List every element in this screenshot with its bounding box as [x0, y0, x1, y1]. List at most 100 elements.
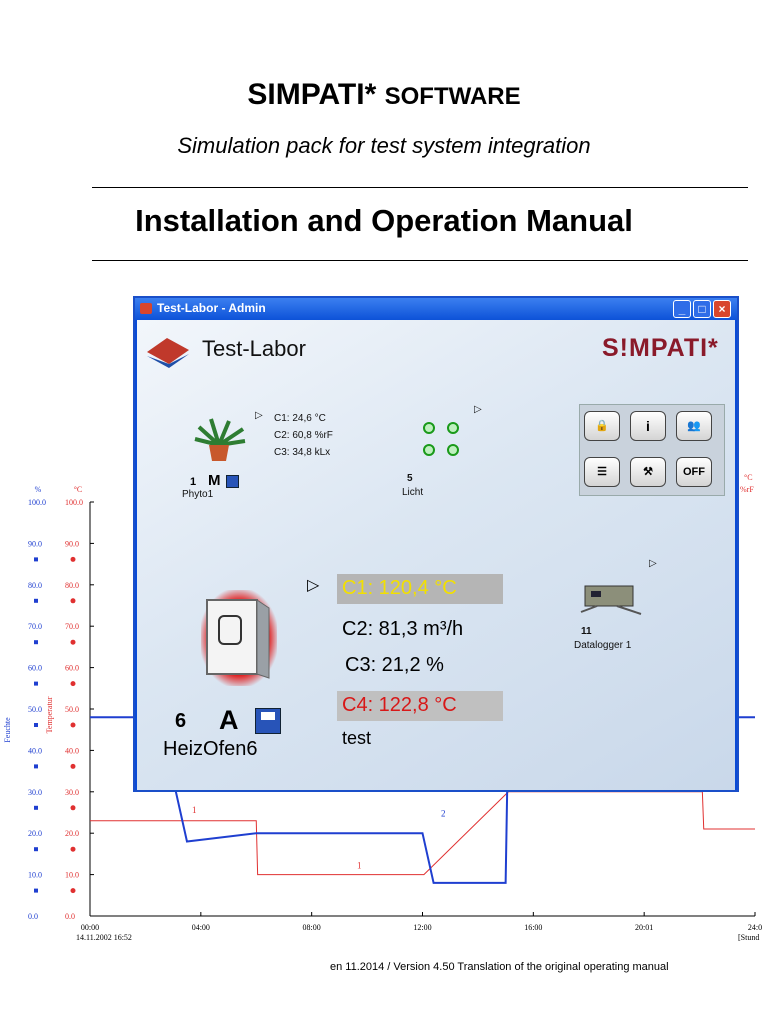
- simpati-logo: S!MPATI*: [602, 334, 719, 362]
- left-tick-marker: [34, 598, 38, 603]
- right-tick-label: 20.0: [65, 829, 79, 838]
- right-tick-marker: [70, 888, 76, 894]
- device-phyto-c1: C1: 24,6 °C: [274, 413, 326, 424]
- oven-c3: C3: 21,2 %: [345, 654, 444, 676]
- left-axis-unit: %: [35, 485, 42, 494]
- right-tick-marker: [70, 805, 76, 811]
- lab-logo-icon: [147, 338, 189, 368]
- oven-c2: C2: 81,3 m³/h: [342, 618, 464, 640]
- value-box-c1: [337, 574, 503, 604]
- bottom-divider: [92, 260, 748, 261]
- x-tick-label: 20:01: [635, 923, 653, 932]
- minimize-icon[interactable]: _: [673, 300, 691, 318]
- x-tick-label: 04:00: [192, 923, 210, 932]
- x-tick-label: 24:0: [748, 923, 762, 932]
- left-tick-marker: [34, 847, 38, 852]
- title-software: SOFTWARE: [384, 83, 521, 110]
- save-icon[interactable]: [226, 475, 239, 488]
- right-tick-label: 50.0: [65, 705, 79, 714]
- series-label: 1: [357, 861, 362, 871]
- info-icon[interactable]: i: [630, 411, 666, 441]
- app-title: Test-Labor: [202, 336, 306, 361]
- device-logger-name: Datalogger 1: [574, 640, 632, 651]
- left-tick-label: 70.0: [28, 622, 42, 631]
- list-icon[interactable]: ☰: [584, 457, 620, 487]
- light-icon[interactable]: [419, 418, 465, 460]
- left-tick-label: 60.0: [28, 664, 42, 673]
- window-titlebar: Test-Labor - Admin _ □ ×: [135, 298, 737, 320]
- left-tick-marker: [34, 764, 38, 769]
- x-unit-label: [Stund: [738, 933, 759, 942]
- left-axis-title: Feuchte: [3, 717, 12, 743]
- right-tick-label: 10.0: [65, 871, 79, 880]
- device-oven-mode: A: [219, 705, 239, 735]
- left-tick-label: 20.0: [28, 829, 42, 838]
- oven-c1: C1: 120,4 °C: [342, 577, 457, 599]
- datalogger-icon[interactable]: [577, 578, 647, 618]
- app-window: Test-Labor - Admin _ □ × Test-Labor S!MP…: [133, 296, 739, 792]
- device-phyto-c2: C2: 60,8 %rF: [274, 430, 333, 441]
- right-tick-marker: [70, 763, 76, 769]
- right-tick-marker: [70, 722, 76, 728]
- right-tick-label: 70.0: [65, 622, 79, 631]
- left-tick-label: 90.0: [28, 539, 42, 548]
- plant-icon[interactable]: [189, 415, 249, 465]
- left-tick-label: 50.0: [28, 705, 42, 714]
- x-tick-label: 00:00: [81, 923, 99, 932]
- app-icon: [140, 303, 152, 314]
- oven-note: test: [342, 728, 372, 748]
- wrench-icon[interactable]: ⚒: [630, 457, 666, 487]
- device-oven-number: 6: [175, 710, 187, 732]
- device-logger-number: 11: [581, 626, 592, 637]
- right-axis-unit: °C: [74, 485, 83, 494]
- right-tick-label: 40.0: [65, 746, 79, 755]
- left-tick-label: 80.0: [28, 581, 42, 590]
- title-main: SIMPATI*: [247, 78, 377, 111]
- left-tick-label: 10.0: [28, 871, 42, 880]
- play-icon[interactable]: ▷: [474, 404, 482, 415]
- oven-c4: C4: 122,8 °C: [342, 694, 457, 716]
- left-tick-label: 30.0: [28, 788, 42, 797]
- series-label: 1: [192, 805, 197, 815]
- footer-version: en 11.2014 / Version 4.50 Translation of…: [330, 961, 669, 973]
- left-tick-marker: [34, 681, 38, 686]
- right-axis-title: Temperatur: [45, 696, 54, 733]
- left-tick-marker: [34, 723, 38, 727]
- document-title: SIMPATI* SOFTWARE: [0, 78, 768, 112]
- play-icon[interactable]: ▷: [255, 410, 263, 421]
- top-divider: [92, 187, 748, 188]
- play-icon[interactable]: ▷: [649, 558, 657, 569]
- value-box-c4: [337, 691, 503, 721]
- device-phyto-mode: M: [208, 472, 221, 489]
- oven-icon[interactable]: [205, 598, 273, 680]
- window-title: Test-Labor - Admin: [157, 301, 266, 315]
- device-phyto-name: Phyto1: [182, 489, 214, 500]
- right-tick-marker: [70, 639, 76, 645]
- right-tick-label: 0.0: [65, 912, 75, 921]
- left-tick-label: 100.0: [28, 498, 46, 507]
- maximize-icon[interactable]: □: [693, 300, 711, 318]
- close-icon[interactable]: ×: [713, 300, 731, 318]
- right-tick-marker: [70, 598, 76, 604]
- manual-title: Installation and Operation Manual: [135, 203, 633, 238]
- lock-icon[interactable]: 🔒: [584, 411, 620, 441]
- right-tick-label: 80.0: [65, 581, 79, 590]
- right-tick-label: 30.0: [65, 788, 79, 797]
- save-icon[interactable]: [255, 708, 281, 734]
- right-tick-label: 90.0: [65, 539, 79, 548]
- left-tick-label: 40.0: [28, 746, 42, 755]
- device-oven-name: HeizOfen6: [163, 738, 258, 760]
- x-tick-label: 12:00: [413, 923, 431, 932]
- right-tick-marker: [70, 846, 76, 852]
- left-tick-marker: [34, 640, 38, 645]
- control-panel: 🔒 i 👥 ☰ ⚒ OFF: [579, 404, 725, 496]
- left-tick-marker: [34, 888, 38, 893]
- x-start-label: 14.11.2002 16:52: [76, 933, 132, 942]
- device-phyto-number: 1: [190, 476, 197, 488]
- right-tick-marker: [70, 681, 76, 687]
- right-edge-unit: °C: [744, 473, 753, 482]
- series-line-1: [90, 791, 755, 876]
- off-button[interactable]: OFF: [676, 457, 712, 487]
- play-icon[interactable]: ▷: [307, 577, 320, 594]
- users-icon[interactable]: 👥: [676, 411, 712, 441]
